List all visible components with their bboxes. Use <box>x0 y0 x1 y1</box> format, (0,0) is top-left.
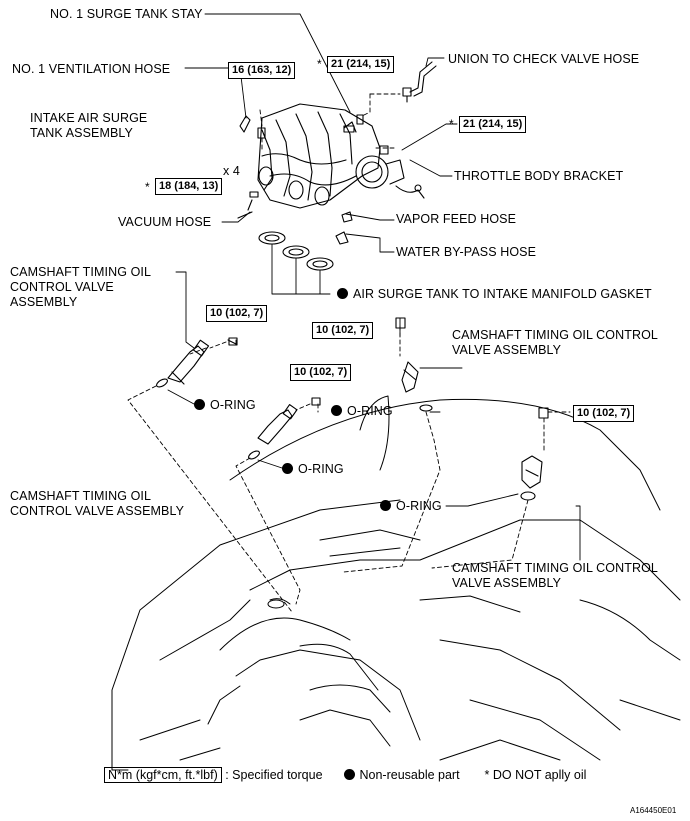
legend-torque-unit: N*m (kgf*cm, ft.*lbf) <box>104 767 222 783</box>
dashed-guides <box>127 93 571 613</box>
legend-no-oil: * DO NOT aplly oil <box>484 768 587 782</box>
oring-text: O-RING <box>347 404 393 418</box>
torque-box-10-d: 10 (102, 7) <box>573 405 635 422</box>
legend-dot-icon <box>343 769 355 780</box>
legend: N*m (kgf*cm, ft.*lbf) : Specified torque… <box>104 767 587 783</box>
nonreusable-dot-icon <box>331 405 342 416</box>
oil-control-valve-drawing-a <box>156 337 238 388</box>
label-oring-1: O-RING <box>194 398 256 413</box>
label-camshaft-a-line3: ASSEMBLY <box>10 295 78 309</box>
label-camshaft-d-line1: CAMSHAFT TIMING OIL CONTROL <box>452 561 658 575</box>
legend-torque-text: : Specified torque <box>225 768 323 782</box>
oring-text: O-RING <box>298 462 344 476</box>
oring-text: O-RING <box>210 398 256 412</box>
label-oring-4: O-RING <box>380 499 442 514</box>
label-oring-3: O-RING <box>282 462 344 477</box>
label-camshaft-c-line2: CONTROL VALVE ASSEMBLY <box>10 504 185 518</box>
oil-control-valve-drawing-c <box>395 317 433 412</box>
label-union-check-valve-hose: UNION TO CHECK VALVE HOSE <box>448 52 640 66</box>
label-times-4: x 4 <box>223 164 240 178</box>
oil-control-valve-drawing-b <box>248 397 321 460</box>
leader-lines <box>167 13 581 561</box>
label-camshaft-d-line2: VALVE ASSEMBLY <box>452 576 562 590</box>
label-vacuum-hose: VACUUM HOSE <box>118 215 212 229</box>
label-camshaft-a-line1: CAMSHAFT TIMING OIL <box>10 265 152 279</box>
label-throttle-body-bracket: THROTTLE BODY BRACKET <box>454 169 624 183</box>
torque-box-21-right: 21 (214, 15) <box>459 116 527 133</box>
nonreusable-dot-icon <box>194 399 205 410</box>
no-oil-star: * <box>449 117 454 131</box>
engine-bay-drawing <box>111 395 681 771</box>
small-hardware-drawing <box>237 87 412 245</box>
figure-code: A164450E01 <box>630 806 677 815</box>
label-camshaft-b-line1: CAMSHAFT TIMING OIL CONTROL <box>452 328 658 342</box>
label-camshaft-a-line2: CONTROL VALVE <box>10 280 114 294</box>
label-intake-surge-line2: TANK ASSEMBLY <box>30 126 133 140</box>
torque-box-18: 18 (184, 13) <box>155 178 223 195</box>
nonreusable-dot-icon <box>282 463 293 474</box>
oring-text: O-RING <box>396 499 442 513</box>
label-vapor-feed-hose: VAPOR FEED HOSE <box>396 212 517 226</box>
torque-box-10-b: 10 (102, 7) <box>312 322 374 339</box>
label-oring-2: O-RING <box>331 404 393 419</box>
nonreusable-dot-icon <box>380 500 391 511</box>
torque-box-10-c: 10 (102, 7) <box>290 364 352 381</box>
label-intake-surge-line1: INTAKE AIR SURGE <box>30 111 148 125</box>
legend-nonreusable: Non-reusable part <box>359 768 460 782</box>
union-hose-drawing <box>409 61 433 93</box>
gasket-text: AIR SURGE TANK TO INTAKE MANIFOLD GASKET <box>353 287 652 301</box>
nonreusable-dot-icon <box>337 288 348 299</box>
intake-surge-tank-drawing <box>257 103 425 209</box>
no-oil-star: * <box>317 57 322 71</box>
label-water-bypass-hose: WATER BY-PASS HOSE <box>396 245 537 259</box>
label-gasket: AIR SURGE TANK TO INTAKE MANIFOLD GASKET <box>337 287 652 302</box>
torque-box-16: 16 (163, 12) <box>228 62 296 79</box>
no-oil-star: * <box>145 180 150 194</box>
label-ventilation-hose: NO. 1 VENTILATION HOSE <box>12 62 171 76</box>
label-camshaft-b-line2: VALVE ASSEMBLY <box>452 343 562 357</box>
label-surge-tank-stay: NO. 1 SURGE TANK STAY <box>50 7 203 21</box>
torque-box-10-a: 10 (102, 7) <box>206 305 268 322</box>
torque-box-21-upper: 21 (214, 15) <box>327 56 395 73</box>
label-camshaft-c-line1: CAMSHAFT TIMING OIL <box>10 489 152 503</box>
